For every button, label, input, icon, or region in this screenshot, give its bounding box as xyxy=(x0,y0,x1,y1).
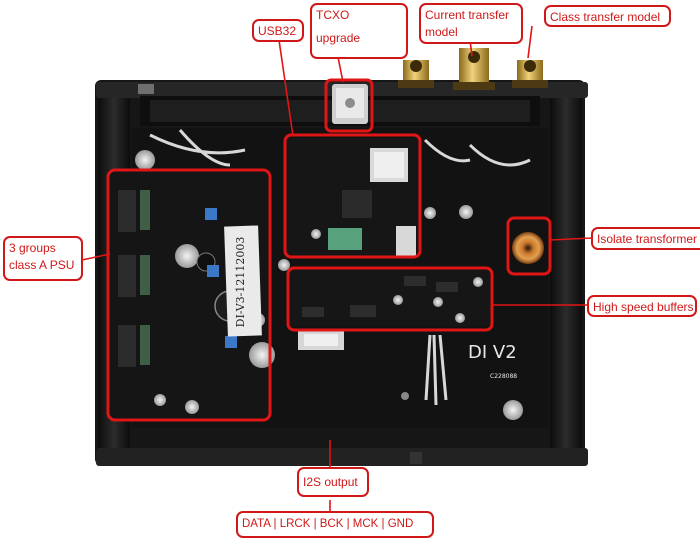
i2s-output-callout: I2S output xyxy=(297,467,369,497)
tcxo-highlight xyxy=(324,78,374,133)
leader-lines xyxy=(81,25,593,512)
class-transfer-callout: Class transfer model xyxy=(544,5,671,27)
class-transfer-label: Class transfer model xyxy=(550,10,661,24)
usb32-label: USB32 xyxy=(258,24,297,38)
psu-highlight xyxy=(106,168,272,422)
highlight-marks xyxy=(106,78,552,422)
usb32-callout: USB32 xyxy=(252,19,304,42)
isolate-transformer-callout: Isolate transformer xyxy=(591,227,700,250)
usb-highlight xyxy=(283,133,422,259)
pinout-label: DATA | LRCK | BCK | MCK | GND xyxy=(242,518,414,530)
psu-label-line2: class A PSU xyxy=(9,258,75,272)
current-transfer-callout: Current transfer model xyxy=(419,3,523,44)
psu-callout: 3 groups class A PSU xyxy=(3,236,83,281)
tcxo-callout: TCXO upgrade xyxy=(310,3,408,59)
current-transfer-label-line1: Current transfer xyxy=(425,8,510,22)
pinout-callout: DATA | LRCK | BCK | MCK | GND xyxy=(236,511,434,538)
current-transfer-label-line2: model xyxy=(425,25,458,39)
i2s-output-label: I2S output xyxy=(303,475,358,489)
board-code-text: C228088 xyxy=(490,373,517,380)
transformer-highlight xyxy=(506,216,552,276)
tcxo-label-line1: TCXO xyxy=(316,8,350,22)
high-speed-buffers-label: High speed buffers xyxy=(593,300,694,314)
handwritten-tag: DI-V3-12112003 xyxy=(234,237,247,328)
psu-label-line1: 3 groups xyxy=(9,241,56,255)
board-model-text: DI V2 xyxy=(468,342,517,363)
tcxo-label-line2: upgrade xyxy=(316,31,361,45)
pcb: DI-V3-12112003 DI V2 C2280 xyxy=(108,128,548,464)
high-speed-buffers-callout: High speed buffers xyxy=(587,295,697,317)
isolate-transformer-label: Isolate transformer xyxy=(597,232,698,246)
buffers-highlight xyxy=(286,266,494,332)
